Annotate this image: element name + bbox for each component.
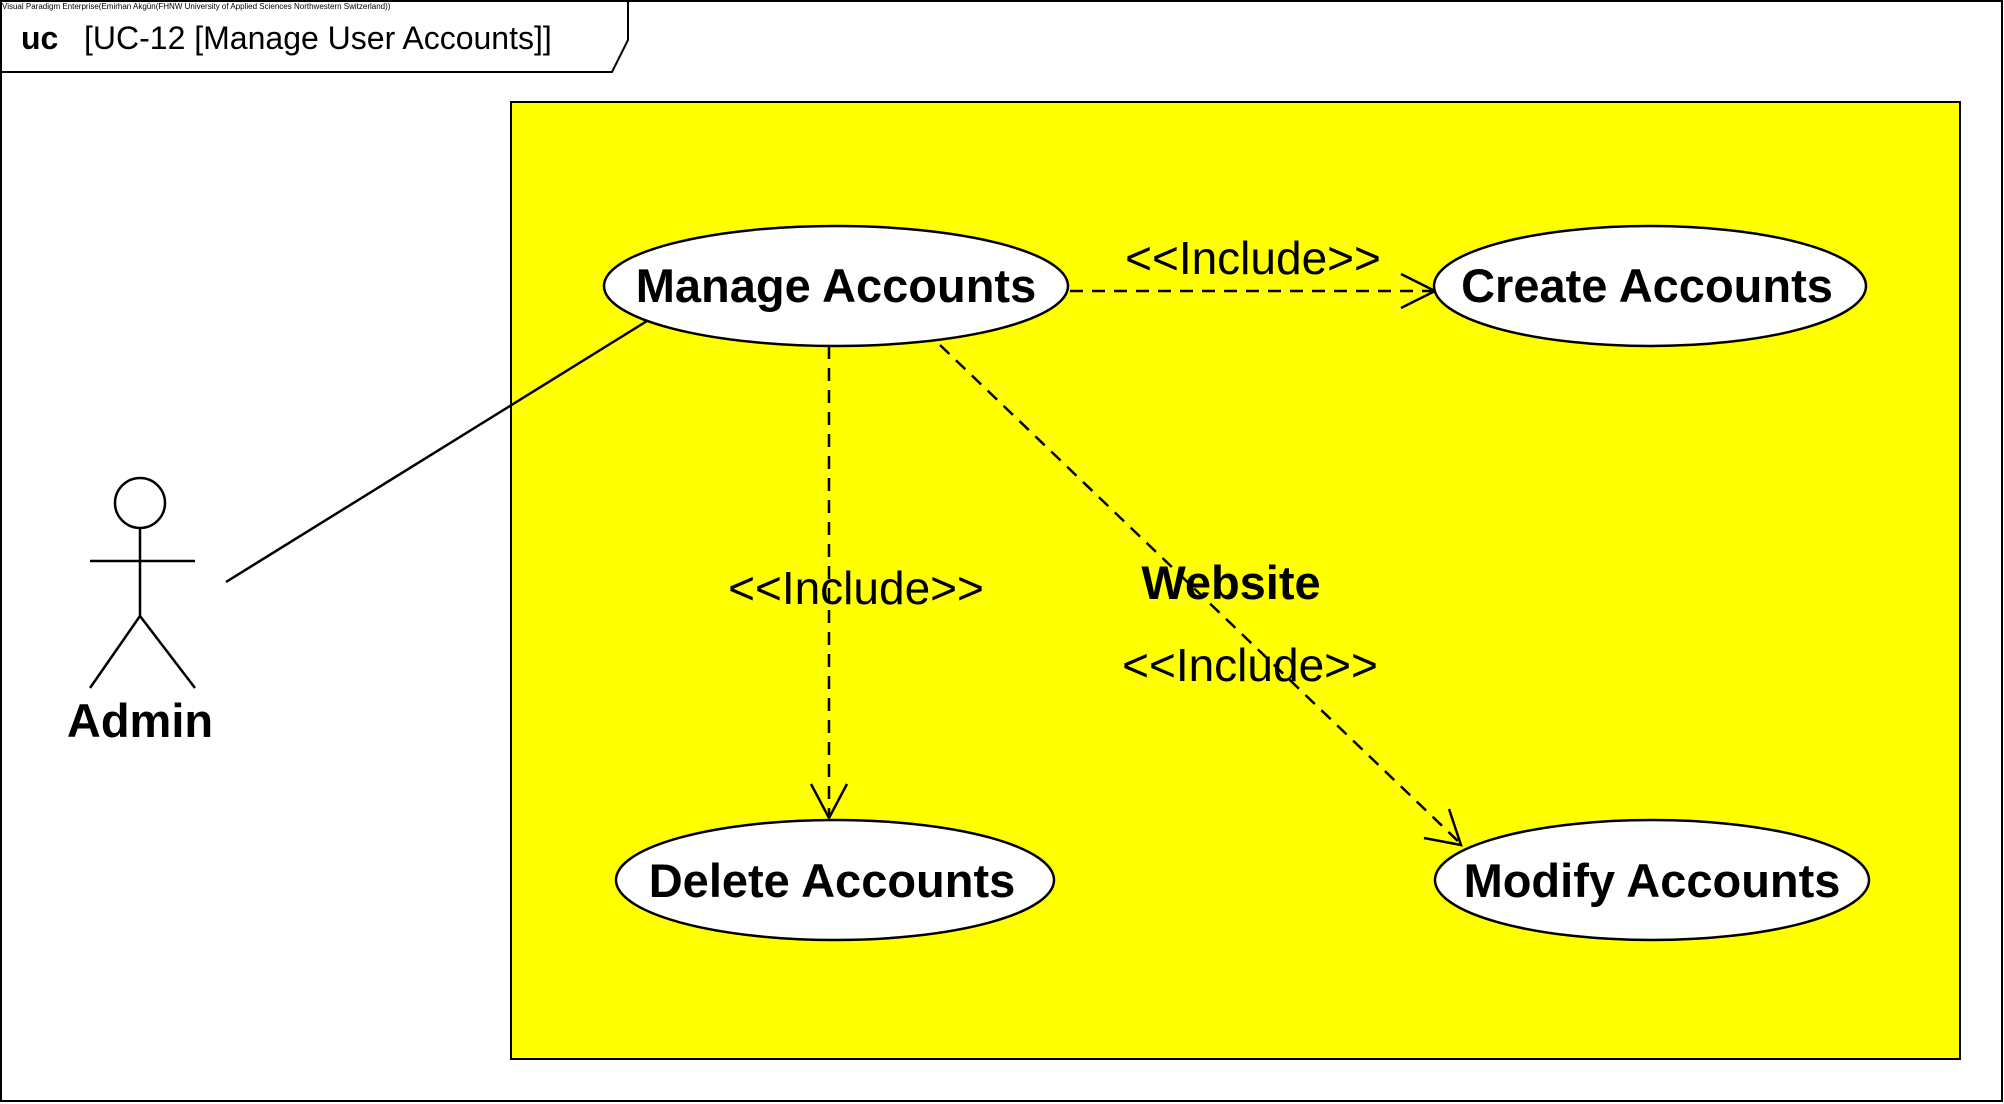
use-case-manage-accounts[interactable]: Manage Accounts [602,224,1070,348]
association-line[interactable] [225,319,648,584]
frame-title: [UC-12 [Manage User Accounts]] [84,20,552,56]
use-case-label: Modify Accounts [1464,854,1841,907]
frame-kind-label: uc [21,20,58,56]
actor-admin[interactable]: Admin [67,476,213,747]
use-case-create-accounts[interactable]: Create Accounts [1432,224,1868,348]
use-case-label: Create Accounts [1461,259,1833,312]
include-arrow-modify[interactable] [939,344,1463,847]
use-case-label: Delete Accounts [649,854,1016,907]
include-label-create: <<Include>> [1125,232,1381,284]
actor-name: Admin [67,694,213,747]
actor-icon [88,476,196,689]
include-arrow-delete[interactable] [809,346,849,821]
use-case-delete-accounts[interactable]: Delete Accounts [614,818,1056,942]
include-label-modify: <<Include>> [1122,639,1378,691]
frame-tab [0,0,629,73]
watermark-text: Visual Paradigm Enterprise(Emirhan Akgün… [2,2,391,11]
use-case-modify-accounts[interactable]: Modify Accounts [1433,818,1871,942]
include-label-delete: <<Include>> [728,562,984,614]
system-name: Website [1141,556,1320,609]
use-case-label: Manage Accounts [636,259,1036,312]
